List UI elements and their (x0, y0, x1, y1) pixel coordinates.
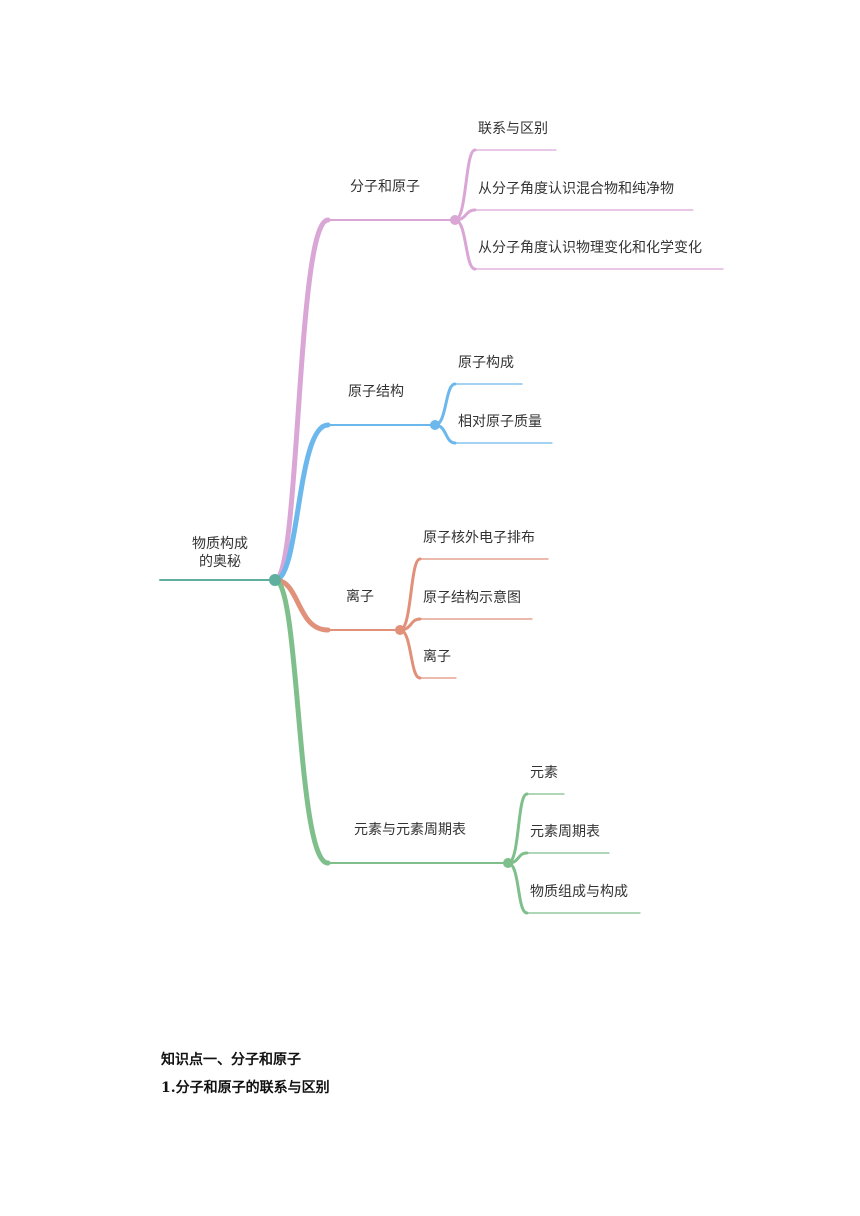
child-connector (453, 218, 477, 271)
child-connector (398, 617, 422, 632)
mind-map-labels: 物质构成 的奥秘 分子和原子 联系与区别从分子角度认识混合物和纯净物从分子角度认识… (192, 121, 702, 900)
child-label: 从分子角度认识物理变化和化学变化 (478, 240, 702, 256)
child-label: 元素 (530, 765, 558, 781)
child-connector (453, 148, 477, 222)
child-connector (506, 861, 529, 915)
branch-label: 原子结构 (348, 384, 404, 400)
child-connector (398, 628, 422, 680)
child-connector (453, 208, 477, 222)
branch-label: 元素与元素周期表 (354, 822, 466, 838)
child-label: 原子结构示意图 (423, 589, 521, 606)
branch-connector (272, 577, 331, 866)
branch-label: 离子 (346, 588, 374, 605)
root-node-label-line2: 的奥秘 (199, 553, 241, 570)
section-heading: 知识点一、分子和原子 (161, 1052, 301, 1068)
root-node-dot (269, 574, 281, 586)
child-label: 相对原子质量 (458, 414, 542, 430)
child-label: 原子构成 (458, 355, 514, 371)
child-connector (433, 382, 457, 427)
child-connector (398, 557, 422, 632)
subsection-heading: 1.分子和原子的联系与区别 (161, 1080, 330, 1096)
mind-map-links (159, 148, 724, 915)
root-node-label-line1: 物质构成 (192, 536, 248, 552)
child-connector (506, 792, 529, 865)
child-label: 物质组成与构成 (530, 884, 628, 900)
branch-connector (272, 217, 331, 583)
child-label: 元素周期表 (530, 824, 600, 840)
child-connector (506, 851, 529, 865)
child-label: 原子核外电子排布 (423, 530, 535, 546)
child-label: 从分子角度认识混合物和纯净物 (478, 181, 674, 197)
branch-connector (272, 422, 331, 583)
child-connector (433, 423, 457, 445)
branch-label: 分子和原子 (350, 179, 420, 195)
mind-map: 物质构成 的奥秘 分子和原子 联系与区别从分子角度认识混合物和纯净物从分子角度认识… (159, 121, 724, 915)
child-label: 离子 (423, 648, 451, 665)
branch-connector (272, 577, 331, 633)
child-label: 联系与区别 (478, 121, 548, 137)
